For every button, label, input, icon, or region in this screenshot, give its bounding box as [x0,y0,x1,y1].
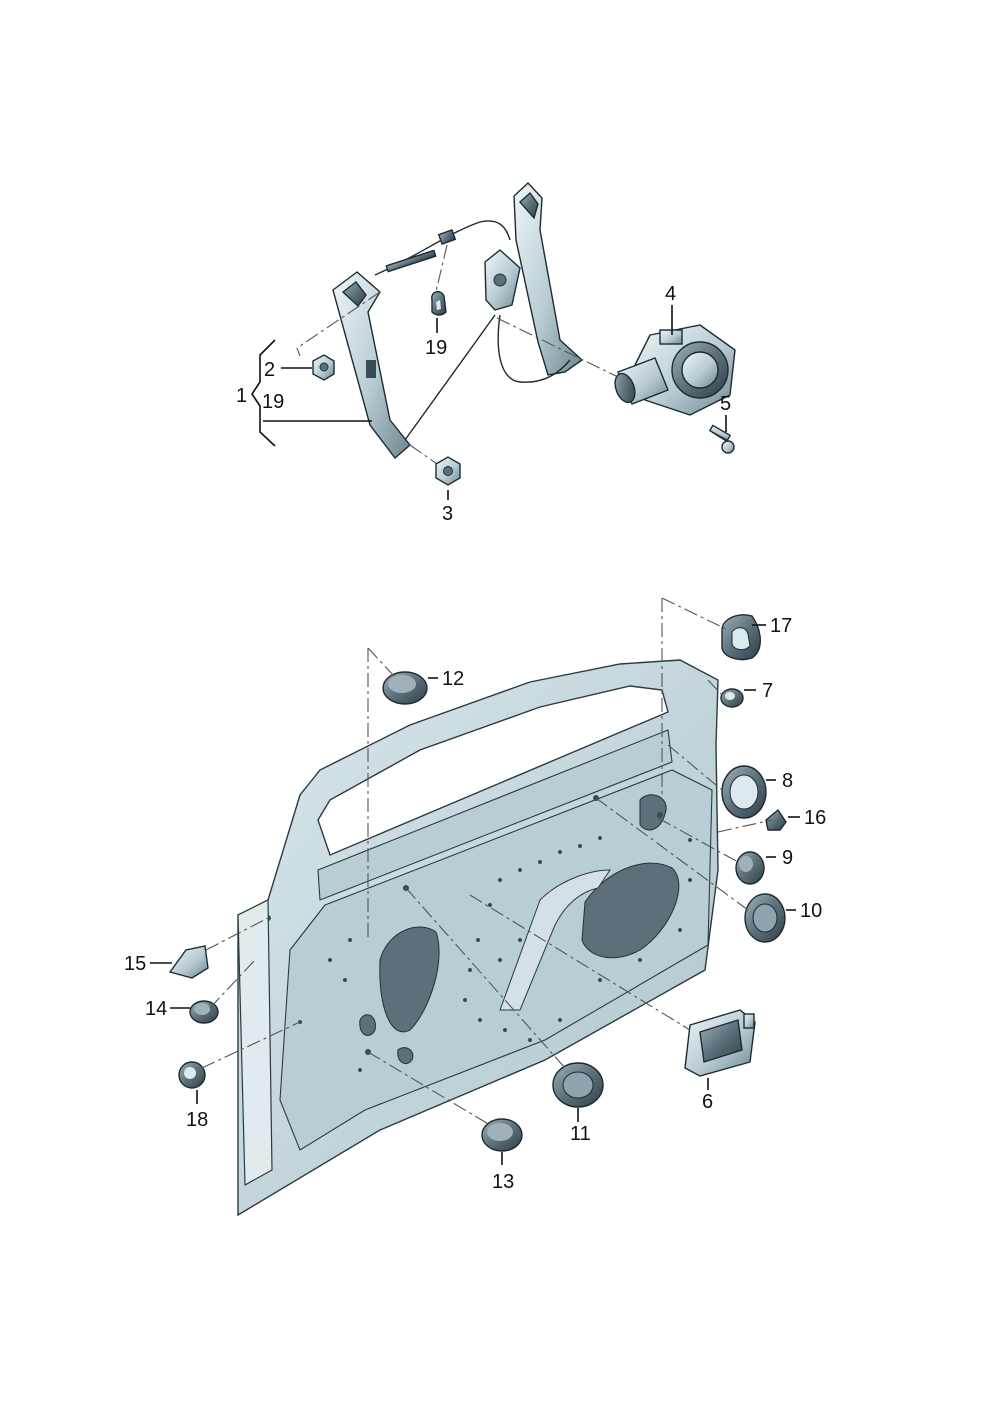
grommet-8 [721,765,767,819]
window-regulator-assembly [296,182,621,467]
grommet-17 [721,614,761,661]
callout-15: 15 [124,953,146,975]
callout-18: 18 [186,1109,208,1131]
clip-16 [765,808,787,831]
callout-13: 13 [492,1171,514,1193]
callout-17: 17 [770,615,792,637]
callout-12: 12 [442,668,464,690]
regulator-right-rail [513,182,584,376]
callout-4: 4 [665,283,676,305]
cap-15 [168,945,209,979]
callout-19-kit: 19 [262,391,284,413]
callout-10: 10 [800,900,822,922]
callout-3: 3 [442,503,453,525]
callout-1: 1 [236,385,247,407]
callout-19-clip: 19 [425,337,447,359]
clip-19 [431,290,447,316]
plug-11 [552,1062,604,1108]
motor-screw [708,424,735,454]
callout-14: 14 [145,998,167,1020]
callout-2: 2 [264,359,275,381]
plug-7 [720,688,744,708]
door-shell [237,659,719,1217]
callout-5: 5 [720,393,731,415]
window-motor [614,324,736,416]
plug-9 [735,851,765,885]
nut-3 [435,456,461,486]
plug-12 [382,671,428,705]
callout-8: 8 [782,770,793,792]
callout-16: 16 [804,807,826,829]
grommet-18 [178,1061,206,1089]
callout-7: 7 [762,680,773,702]
callout-6: 6 [702,1091,713,1113]
control-unit-6 [684,1009,756,1077]
nut-2 [312,354,335,381]
callout-11: 11 [570,1123,591,1145]
callout-9: 9 [782,847,793,869]
plug-10 [744,893,786,943]
plug-13 [481,1118,523,1152]
